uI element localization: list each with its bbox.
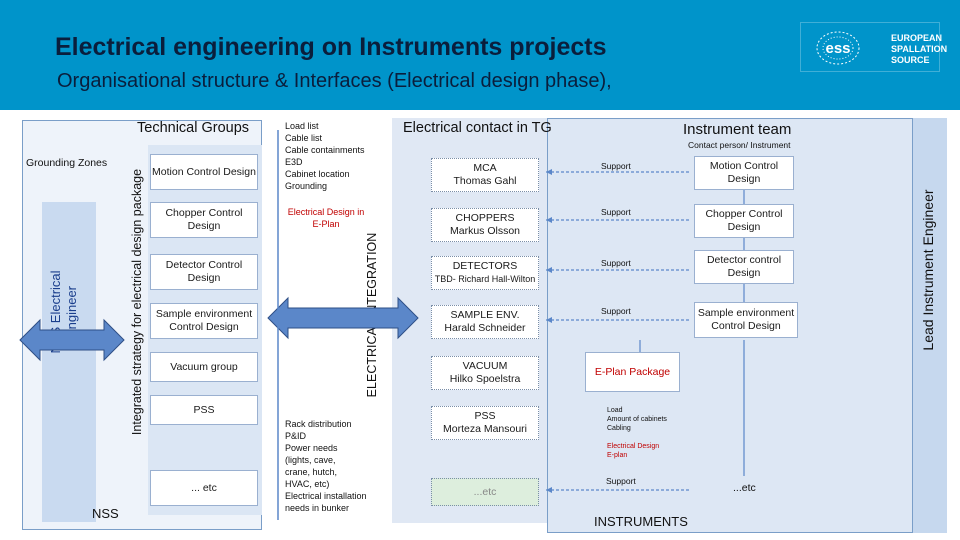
svg-text:ess: ess [825,40,850,57]
contact-name: TBD- Richard Hall-Wilton [434,274,536,284]
contact-role: SAMPLE ENV. [450,309,520,321]
instrument-team-subtitle: Contact person/ Instrument [688,140,791,150]
tg-pss: PSS [150,395,258,425]
support-label-4: Support [601,306,631,316]
contact-role: DETECTORS [452,260,518,272]
ess-logo: ess EUROPEAN SPALLATION SOURCE [800,22,948,72]
tg-vacuum-group: Vacuum group [150,352,258,382]
contact-etc: ...etc [431,478,539,506]
lead-engineer-panel [912,118,947,533]
inst-sample-environment: Sample environment Control Design [694,302,798,338]
electrical-design-eplan: Electrical Design in E-Plan [287,207,365,229]
contact-name: Morteza Mansouri [442,423,528,435]
contact-name: Hilko Spoelstra [449,373,521,385]
contact-name: Harald Schneider [444,322,526,334]
eplan-list-red: Electrical Design E-plan [607,443,660,459]
tg-sample-environment: Sample environment Control Design [150,303,258,339]
contact-role: MCA [473,162,497,174]
grounding-zones-label: Grounding Zones [26,157,108,169]
contact-role: CHOPPERS [455,212,515,224]
nss-engineer-band [42,202,96,522]
tg-contact-title: Electrical contact in TG [403,120,552,136]
eplan-list: Load Amount of cabinets Cabling Electric… [607,397,667,469]
tg-motion-control: Motion Control Design [150,154,258,190]
contact-mca: MCA Thomas Gahl [431,158,539,192]
inst-etc: ...etc [733,482,756,494]
instruments-label: INSTRUMENTS [594,514,688,529]
contact-pss: PSS Morteza Mansouri [431,406,539,440]
support-arrowheads [546,169,552,493]
nss-label: NSS [92,506,119,521]
tg-chopper-control: Chopper Control Design [150,202,258,238]
inst-motion-control: Motion Control Design [694,156,794,190]
contact-role: VACUUM [462,360,508,372]
contact-choppers: CHOPPERS Markus Olsson [431,208,539,242]
contact-role: PSS [474,410,496,422]
ess-logo-icon: ess [816,31,860,65]
interface-bottom-list: Rack distribution P&ID Power needs (ligh… [285,419,367,513]
page-title: Electrical engineering on Instruments pr… [55,33,607,61]
tg-etc: ... etc [150,470,258,506]
support-label-1: Support [601,161,631,171]
inst-chopper-control: Chopper Control Design [694,204,794,238]
instrument-team-title: Instrument team [683,121,792,138]
integration-double-arrow [267,296,419,340]
tg-detector-control: Detector Control Design [150,254,258,290]
inst-detector-control: Detector control Design [694,250,794,284]
page-subtitle: Organisational structure & Interfaces (E… [57,70,612,92]
contact-name: Thomas Gahl [453,175,517,187]
logo-text: EUROPEAN SPALLATION SOURCE [891,33,948,65]
contact-sample-env: SAMPLE ENV. Harald Schneider [431,305,539,339]
support-arrows [546,171,690,491]
contact-detectors: DETECTORS TBD- Richard Hall-Wilton [431,256,539,290]
support-label-3: Support [601,258,631,268]
eplan-list-black: Load Amount of cabinets Cabling [607,407,667,432]
eplan-package: E-Plan Package [585,352,680,392]
technical-groups-title: Technical Groups [137,120,250,136]
support-label-2: Support [601,207,631,217]
nss-double-arrow [19,318,125,362]
support-label-5: Support [606,476,636,486]
contact-vacuum: VACUUM Hilko Spoelstra [431,356,539,390]
contact-name: Markus Olsson [449,225,521,237]
interface-top-list: Load list Cable list Cable containments … [285,121,365,191]
